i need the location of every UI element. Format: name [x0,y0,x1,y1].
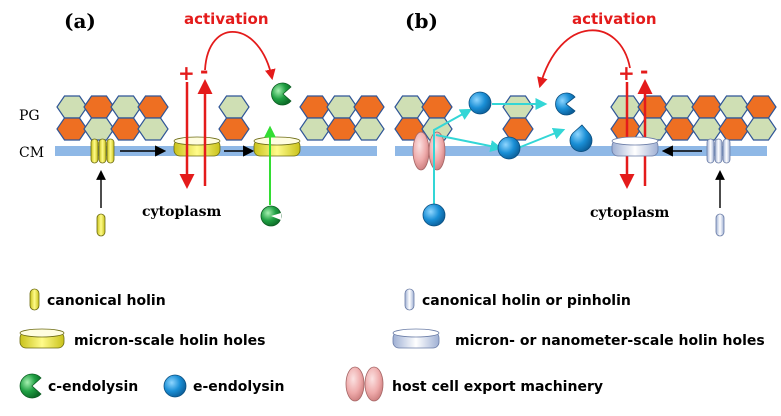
legend-e-endolysin: e-endolysin [193,379,284,395]
legend-host-export-icon [345,366,384,402]
peptidoglycan-hex [137,117,169,141]
activation-arrow-a [204,31,276,81]
pinholin-monomer-b [715,213,725,237]
export-arrow-2 [435,134,503,152]
peptidoglycan-hex [394,95,426,119]
peptidoglycan-hex [137,95,169,119]
legend-nano-holes-icon [392,328,440,349]
holin-monomer-a [96,213,106,237]
peptidoglycan-hex [664,117,696,141]
legend-e-endolysin-icon [163,374,187,398]
holin-cluster-a [90,138,115,164]
legend: canonical holin micron-scale holin holes… [19,288,765,402]
e-endolysin-cytoplasm-b [422,203,446,227]
peptidoglycan-hex [637,117,669,141]
peptidoglycan-hex [353,95,385,119]
legend-canonical-holin-icon [29,288,40,311]
activation-arrow-b [537,29,631,89]
pinhole-b [611,136,659,157]
peptidoglycan-hex [718,95,750,119]
panel-b-label: (b) [405,9,438,33]
pinholin-cluster-b [706,138,731,164]
peptidoglycan-hex [326,117,358,141]
pg-layer-label: PG [19,108,40,124]
micron-hole-a1 [173,136,221,157]
e-endolysin-move-arrow-2 [517,127,566,149]
c-endolysin-active-a [271,82,292,106]
peptidoglycan-hex [110,117,142,141]
legend-canonical-holin: canonical holin [47,293,166,309]
peptidoglycan-hex [718,117,750,141]
e-endolysin-active-b1 [555,92,576,116]
panel-b: (b) activation + - [394,9,777,237]
panel-a-label: (a) [64,9,96,33]
peptidoglycan-hex [218,117,250,141]
legend-c-endolysin: c-endolysin [48,379,138,395]
e-endolysin-b1 [468,91,492,115]
peptidoglycan-hex [745,95,777,119]
peptidoglycan-hex [110,95,142,119]
cytoplasm-label-a: cytoplasm [142,204,222,220]
peptidoglycan-layer-a [56,95,385,141]
e-endolysin-b2 [497,136,521,160]
minus-sign-b: - [640,59,648,83]
e-endolysin-active-b2 [569,124,593,152]
legend-micron-or-nano-holes: micron- or nanometer-scale holin holes [455,333,765,349]
peptidoglycan-hex [218,95,250,119]
cm-layer-label: CM [19,145,44,161]
legend-c-endolysin-icon [19,373,42,399]
peptidoglycan-hex [326,95,358,119]
peptidoglycan-hex [299,117,331,141]
plus-sign-a: + [178,61,195,85]
peptidoglycan-hex [637,95,669,119]
peptidoglycan-hex [299,95,331,119]
cytoplasm-label-b: cytoplasm [590,205,670,221]
peptidoglycan-hex [421,95,453,119]
legend-pinholin-icon [404,288,415,311]
export-arrow-1 [433,108,473,205]
panel-a-activation-label: activation [184,10,269,28]
legend-micron-holes: micron-scale holin holes [74,333,265,349]
micron-hole-a2 [253,136,301,157]
peptidoglycan-hex [691,95,723,119]
peptidoglycan-hex [56,117,88,141]
peptidoglycan-hex [353,117,385,141]
plus-sign-b: + [618,61,635,85]
peptidoglycan-hex [745,117,777,141]
legend-canonical-or-pinholin: canonical holin or pinholin [422,293,631,309]
c-endolysin-inactive-a [260,205,282,227]
peptidoglycan-hex [83,95,115,119]
peptidoglycan-hex [691,117,723,141]
legend-host-export: host cell export machinery [392,379,603,395]
legend-micron-holes-icon [19,328,65,349]
peptidoglycan-hex [83,117,115,141]
panel-a: (a) activation PG CM + - [19,9,385,237]
panel-b-activation-label: activation [572,10,657,28]
peptidoglycan-hex [502,95,534,119]
minus-sign-a: - [200,59,208,83]
peptidoglycan-hex [56,95,88,119]
peptidoglycan-hex [664,95,696,119]
